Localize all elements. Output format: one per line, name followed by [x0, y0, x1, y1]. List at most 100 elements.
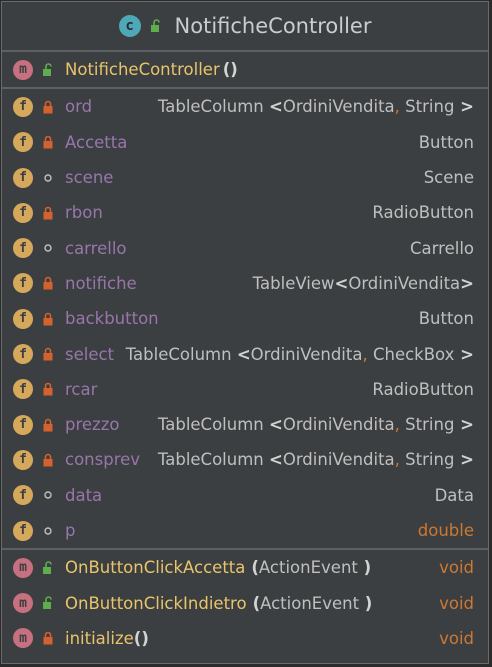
field-icon: f	[13, 414, 33, 435]
package-visibility-icon	[39, 522, 57, 540]
angle-close: >	[454, 344, 474, 364]
return-type: void	[439, 628, 474, 648]
angle-open: <	[269, 450, 283, 470]
param-type: ActionEvent	[258, 558, 358, 578]
type-comma: ,	[394, 450, 406, 470]
constructor-row[interactable]: m NotificheController ()	[2, 52, 488, 87]
type-name: TableColumn	[157, 97, 269, 117]
field-type: TableColumn <OrdiniVendita, CheckBox >	[126, 345, 474, 364]
field-icon: f	[13, 96, 33, 117]
angle-open: <	[236, 344, 251, 364]
paren-open: (	[252, 593, 261, 613]
field-icon: f	[13, 132, 33, 153]
method-params: (ActionEvent )	[251, 558, 371, 577]
public-lock-icon	[147, 17, 165, 35]
field-type: RadioButton	[372, 379, 474, 399]
angle-close: >	[454, 97, 474, 117]
paren-close: )	[357, 558, 372, 578]
angle-close: >	[460, 273, 474, 293]
type-name: TableColumn	[157, 415, 269, 435]
constructor-params: ()	[222, 60, 238, 80]
field-name: ord	[65, 97, 93, 117]
parens: ()	[133, 628, 149, 648]
field-icon: f	[13, 449, 33, 470]
type-arg: String	[405, 450, 455, 470]
constructor-section: m NotificheController ()	[2, 52, 488, 90]
type-name: TableColumn	[125, 344, 237, 364]
method-name: OnButtonClickAccetta	[65, 558, 246, 578]
field-icon: f	[13, 308, 33, 329]
field-icon: f	[13, 344, 33, 365]
field-row[interactable]: f ord TableColumn <OrdiniVendita, String >	[2, 89, 488, 124]
type-arg: OrdiniVendita	[250, 344, 363, 364]
field-row[interactable]: f rcar RadioButton	[2, 372, 488, 407]
type-arg: OrdiniVendita	[282, 97, 395, 117]
field-type: TableColumn <OrdiniVendita, String >	[158, 450, 474, 469]
field-type: TableColumn <OrdiniVendita, String >	[158, 415, 474, 434]
method-name: OnButtonClickIndietro	[65, 593, 247, 613]
method-params: ()	[134, 629, 149, 648]
field-row[interactable]: f p double	[2, 513, 488, 548]
field-row[interactable]: f select TableColumn <OrdiniVendita, Check…	[2, 336, 488, 371]
field-type: TableColumn <OrdiniVendita, String >	[158, 97, 474, 116]
field-row[interactable]: f prezzo TableColumn <OrdiniVendita, Strin…	[2, 407, 488, 442]
method-icon: m	[13, 59, 33, 80]
field-type: Button	[418, 132, 474, 152]
field-name: data	[65, 485, 103, 505]
field-name: p	[65, 521, 76, 540]
type-arg: OrdiniVendita	[282, 415, 395, 435]
field-name: select	[65, 344, 115, 364]
method-icon: m	[13, 628, 33, 649]
package-visibility-icon	[39, 169, 57, 187]
field-name: carrello	[65, 238, 127, 258]
angle-open: <	[269, 415, 283, 435]
private-lock-icon	[39, 98, 57, 116]
method-icon: m	[13, 557, 33, 578]
type-name: TableView	[252, 273, 335, 293]
type-name: TableColumn	[157, 450, 269, 470]
field-icon: f	[13, 273, 33, 294]
angle-open: <	[269, 97, 283, 117]
field-type: Data	[434, 485, 474, 505]
field-type: TableView<OrdiniVendita>	[253, 274, 474, 293]
class-name[interactable]: NotificheController	[174, 14, 372, 38]
class-icon: c	[118, 15, 141, 37]
private-lock-icon	[39, 274, 57, 292]
field-icon: f	[13, 379, 33, 400]
method-row[interactable]: m OnButtonClickAccetta (ActionEvent ) void	[2, 550, 488, 585]
type-arg: String	[405, 415, 455, 435]
field-type: double	[417, 521, 474, 540]
package-visibility-icon	[39, 486, 57, 504]
field-name: prezzo	[65, 415, 120, 435]
return-type: void	[439, 558, 474, 578]
private-lock-icon	[39, 416, 57, 434]
private-lock-icon	[39, 629, 57, 647]
angle-open: <	[334, 273, 349, 293]
public-lock-icon	[39, 61, 57, 79]
type-arg: CheckBox	[372, 344, 455, 364]
field-name: rcar	[65, 379, 98, 399]
method-icon: m	[13, 593, 33, 614]
method-params: (ActionEvent )	[253, 594, 373, 613]
angle-close: >	[454, 450, 474, 470]
public-lock-icon	[39, 594, 57, 612]
field-icon: f	[13, 520, 33, 541]
field-name: scene	[65, 168, 114, 188]
field-name: backbutton	[65, 309, 159, 329]
field-type: RadioButton	[372, 203, 474, 223]
private-lock-icon	[39, 451, 57, 469]
type-comma: ,	[362, 344, 373, 364]
type-arg: OrdiniVendita	[348, 273, 461, 293]
